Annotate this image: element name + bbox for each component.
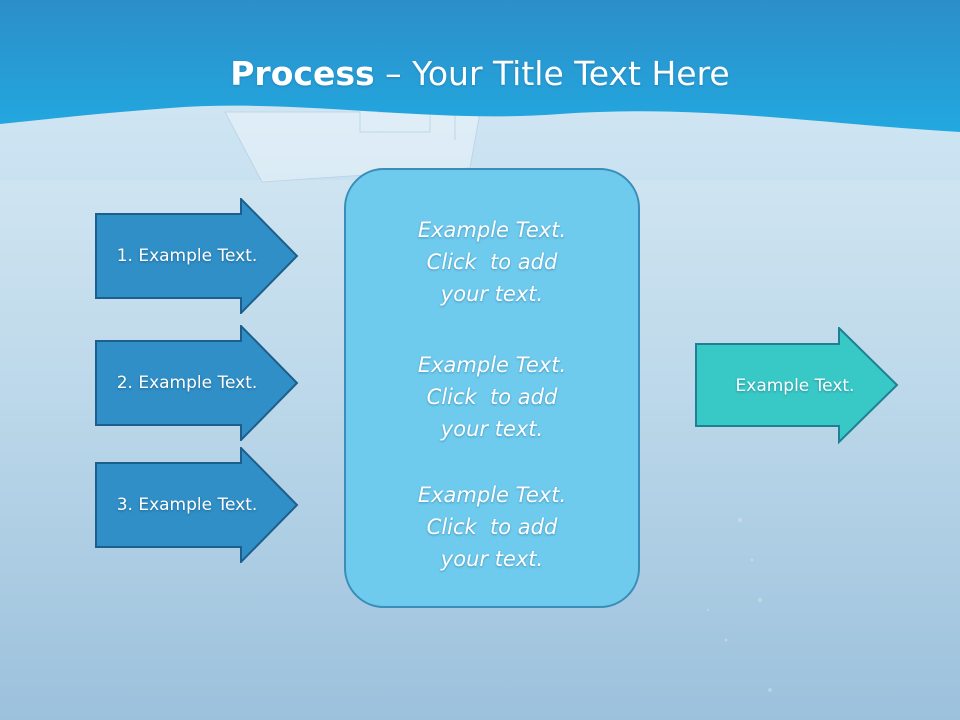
right-arrow-icon [95,325,299,441]
center-block-2-line-3: your text. [440,417,544,441]
center-text-block-1[interactable]: Example Text. Click to add your text. [346,214,638,310]
center-block-3-line-1: Example Text. [417,483,567,507]
center-text-block-2[interactable]: Example Text. Click to add your text. [346,349,638,445]
title-text: Your Title Text Here [412,54,730,93]
left-arrow-1-label: 1. Example Text. [116,246,258,266]
center-block-2-line-1: Example Text. [417,353,567,377]
center-text-block-3[interactable]: Example Text. Click to add your text. [346,479,638,575]
left-arrow-3-label: 3. Example Text. [116,495,258,515]
center-block-2-line-2: Click to add [426,385,558,409]
right-arrow-icon [95,198,299,314]
title-bold: Process [230,54,375,93]
left-arrow-1[interactable]: 1. Example Text. [95,198,299,314]
center-block-3-line-3: your text. [440,547,544,571]
right-arrow-icon [95,447,299,563]
center-block-3-line-2: Click to add [426,515,558,539]
bubbles-decor [706,518,772,692]
right-arrow-icon [695,327,899,445]
left-arrow-2[interactable]: 2. Example Text. [95,325,299,441]
center-text-box[interactable]: Example Text. Click to add your text. Ex… [344,168,640,608]
center-block-1-line-1: Example Text. [417,218,567,242]
right-arrow-output[interactable]: Example Text. [695,327,899,445]
slide-title: Process – Your Title Text Here [0,52,960,96]
center-block-1-line-3: your text. [440,282,544,306]
title-separator: – [374,54,413,93]
left-arrow-3[interactable]: 3. Example Text. [95,447,299,563]
center-block-1-line-2: Click to add [426,250,558,274]
right-arrow-label: Example Text. [735,376,855,396]
left-arrow-2-label: 2. Example Text. [116,373,258,393]
header-wave [0,0,960,132]
